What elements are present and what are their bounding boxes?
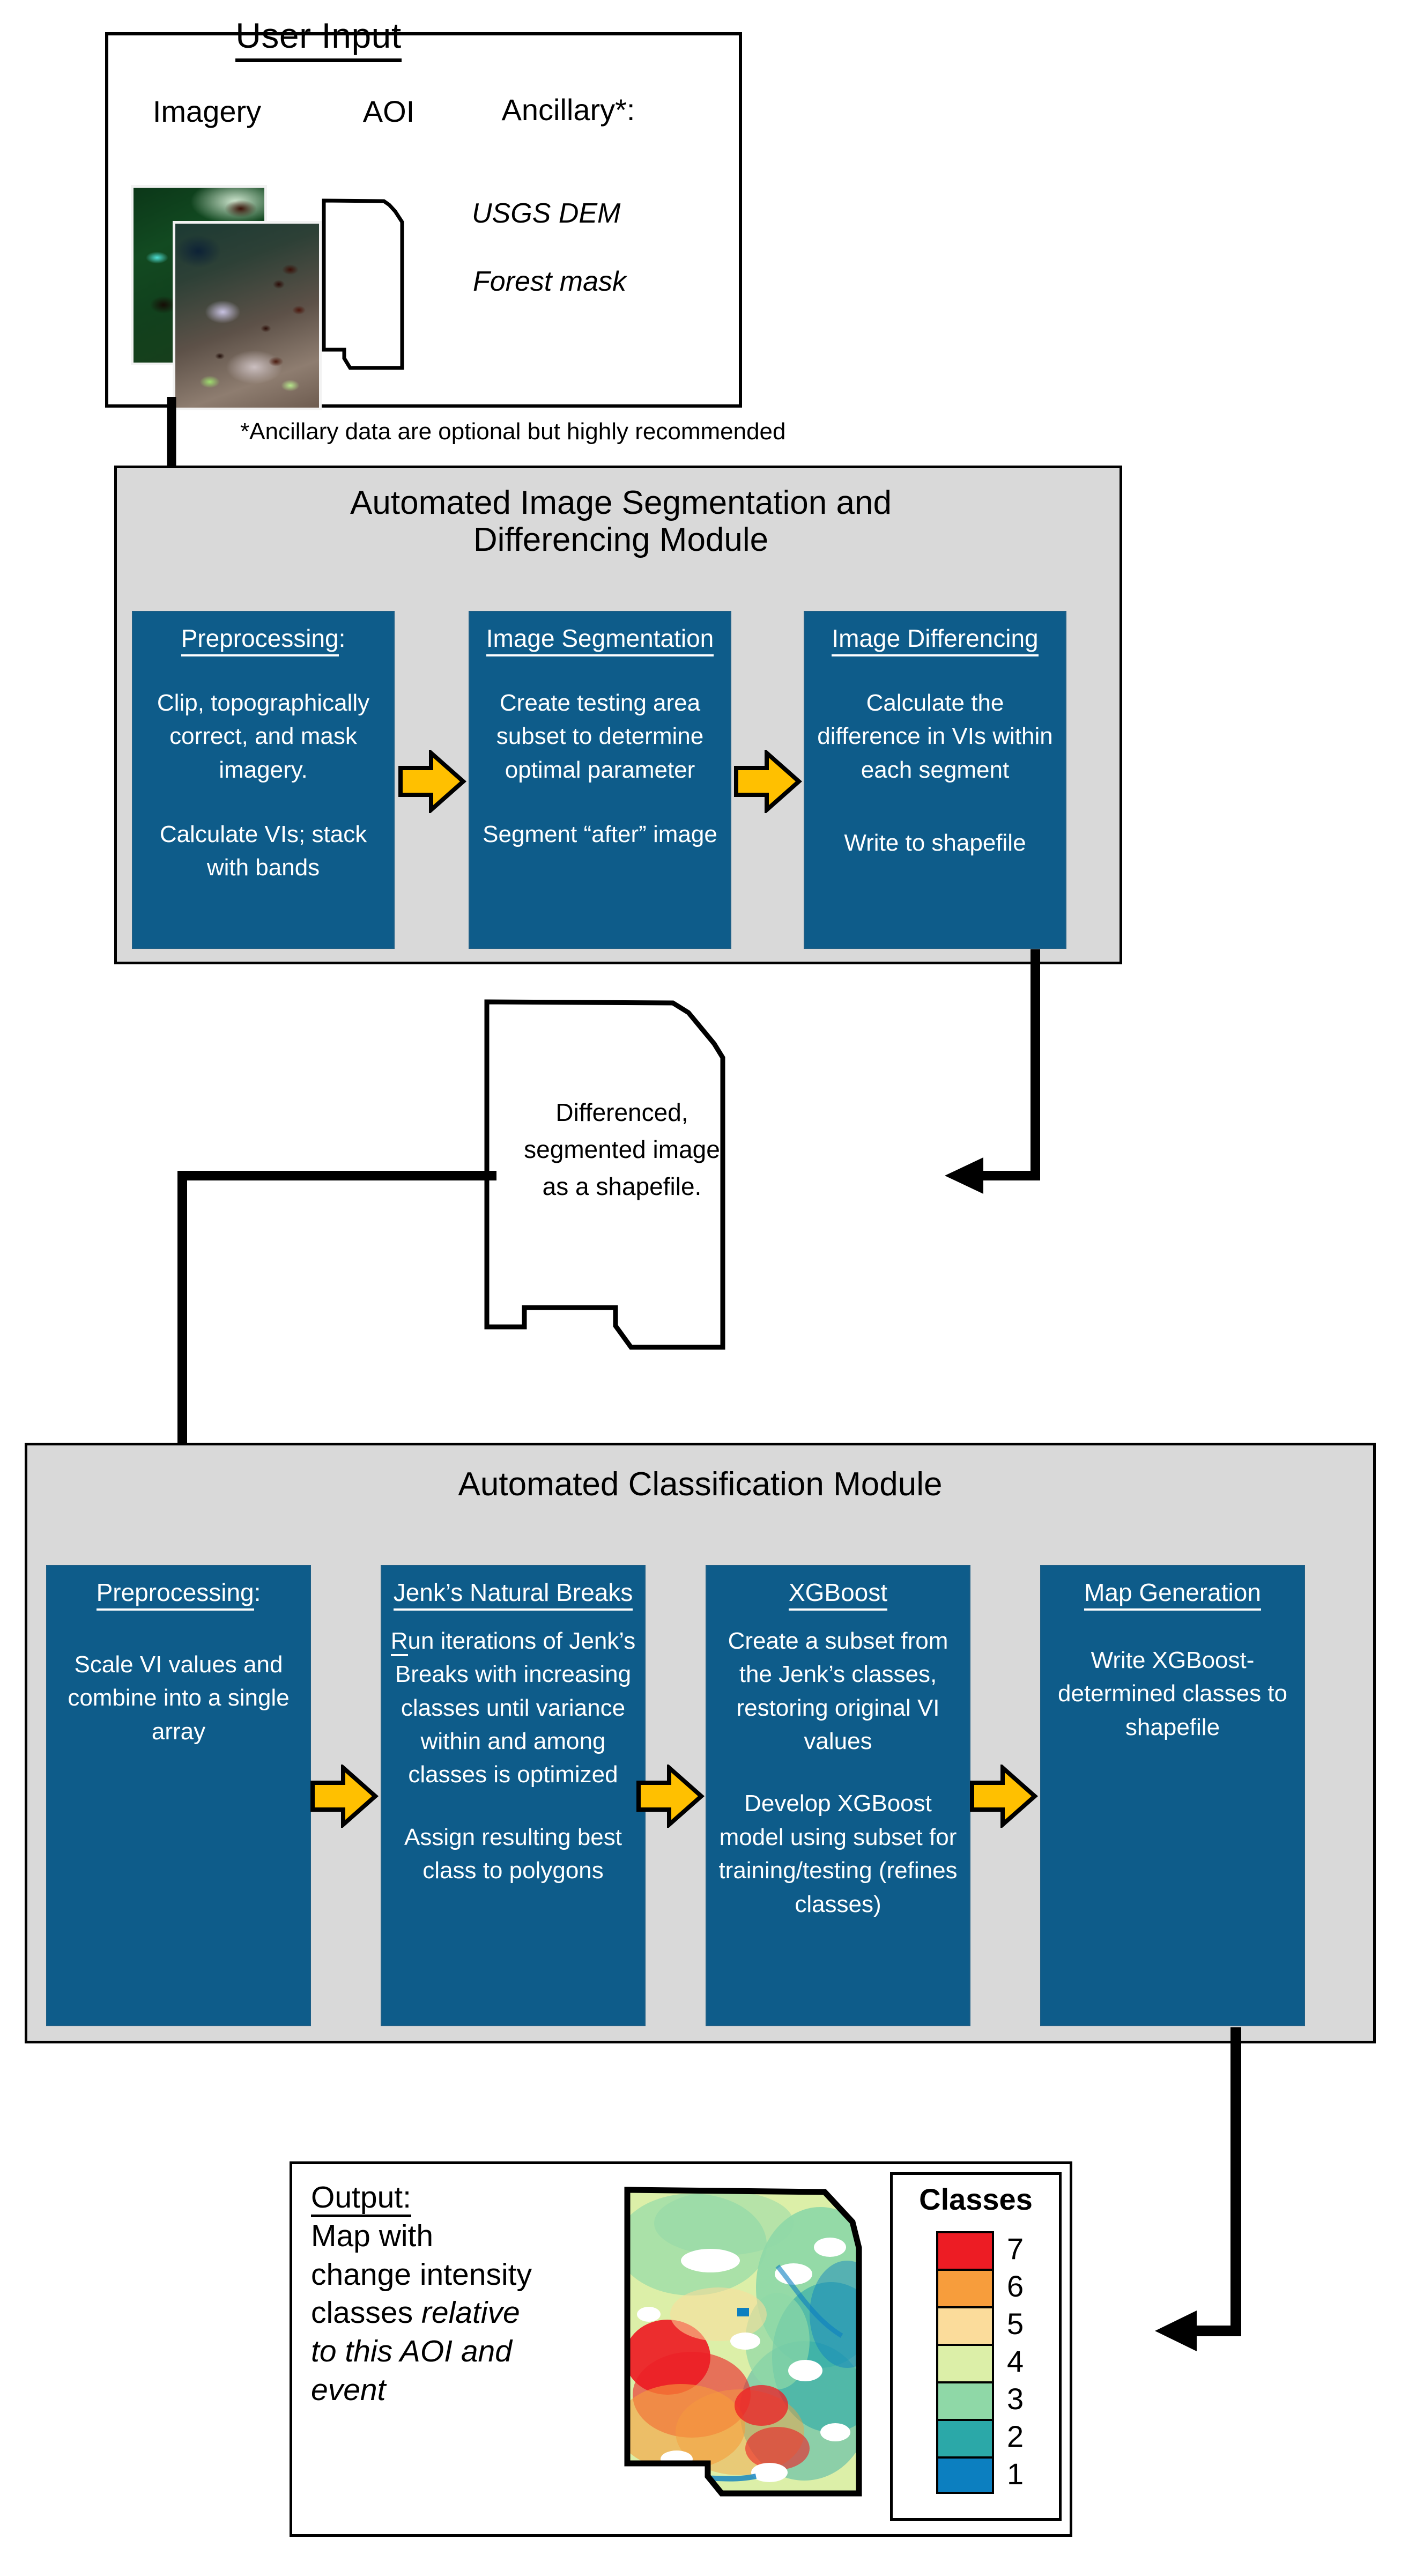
process-box-heading-text: Preprocessing [96,1578,254,1611]
arrow-segmentation-to-shapefile [911,949,1094,1220]
output-line3: classes relative [311,2294,590,2333]
process-box-para1: Run iterations of Jenk’s Breaks with inc… [382,1625,644,1792]
legend-label-2: 2 [1007,2419,1024,2453]
segmentation-module-title-line2: Differencing Module [473,521,769,559]
process-box-xgboost: XGBoost Create a subset from the Jenk’s … [706,1565,970,2026]
classification-module-title: Automated Classification Module [458,1466,943,1503]
shapefile-label: Differenced, segmented image as a shapef… [524,1098,720,1200]
chevron-right-arrow-icon [310,1763,379,1830]
chevron-right-arrow-icon [733,748,803,816]
chevron-right-arrow-icon [636,1763,705,1830]
imagery-thumbnail-after [175,224,319,408]
shapefile-document-icon [483,998,751,1365]
output-line3-italic: relative [421,2295,520,2330]
process-box-preprocessing-segmentation: Preprocessing: Clip, topographically cor… [132,611,395,949]
process-box-para2: Write to shapefile [844,830,1026,856]
process-box-image-differencing: Image Differencing Calculate the differe… [804,611,1066,949]
legend-color-ramp [936,2231,994,2494]
legend-swatch-4 [936,2344,994,2381]
process-box-heading-suffix: : [338,624,346,652]
process-box-heading: Image Segmentation [470,624,730,656]
output-line4: to this AOI and [311,2334,512,2369]
process-box-para1-first-letter: R [390,1627,408,1656]
legend-label-3: 3 [1007,2382,1024,2416]
output-description: Output: Map with change intensity classe… [311,2179,590,2410]
output-line5: event [311,2373,386,2408]
process-box-preprocessing-classification: Preprocessing: Scale VI values and combi… [46,1565,311,2026]
process-box-heading-text: Image Differencing [832,624,1039,656]
output-classified-map [617,2180,869,2510]
process-box-jenks-natural-breaks: Jenk’s Natural Breaks Run iterations of … [381,1565,646,2026]
legend-swatch-6 [936,2269,994,2306]
process-box-para2: Calculate VIs; stack with bands [159,821,367,881]
legend-labels: 7 6 5 4 3 2 1 [1007,2230,1050,2493]
segmentation-module-title-line1: Automated Image Segmentation and [350,484,892,521]
legend-title: Classes [919,2182,1033,2216]
process-box-para2: Segment “after” image [483,821,717,847]
process-box-para2: Develop XGBoost model using subset for t… [718,1790,958,1917]
output-heading: Output: [311,2179,590,2217]
process-box-heading: Map Generation [1041,1578,1304,1611]
process-box-heading-suffix: : [254,1578,261,1606]
chevron-right-arrow-icon [398,748,467,816]
process-box-heading-text: XGBoost [788,1578,888,1611]
process-box-para1: Create testing area subset to determine … [496,689,704,783]
process-box-heading: Jenk’s Natural Breaks [382,1578,644,1611]
process-box-image-segmentation: Image Segmentation Create testing area s… [469,611,731,949]
process-box-heading-text: Map Generation [1084,1578,1261,1611]
process-box-heading: Preprocessing: [47,1578,310,1611]
aoi-polygon-icon [321,197,436,377]
process-box-heading-text: Preprocessing [181,624,339,656]
process-box-map-generation: Map Generation Write XGBoost-determined … [1040,1565,1305,2026]
legend-label-7: 7 [1007,2232,1024,2265]
process-box-para1: Create a subset from the Jenk’s classes,… [728,1627,948,1754]
process-box-heading: Image Differencing [805,624,1065,656]
process-box-heading-text: Image Segmentation [486,624,714,656]
user-input-title: User Input [0,15,637,62]
process-box-heading: XGBoost [707,1578,969,1611]
legend-swatch-5 [936,2306,994,2344]
process-box-para1: Scale VI values and combine into a singl… [68,1651,290,1745]
ancillary-item-dem: USGS DEM [472,198,621,229]
process-box-para1: Calculate the difference in VIs within e… [817,689,1053,783]
legend-swatch-2 [936,2419,994,2456]
output-line2: change intensity [311,2257,532,2292]
legend-label-6: 6 [1007,2269,1024,2303]
legend-label-4: 4 [1007,2344,1024,2378]
user-input-title-text: User Input [235,16,402,62]
output-line1: Map with [311,2218,434,2253]
label-ancillary: Ancillary*: [501,93,635,127]
legend-label-5: 5 [1007,2307,1024,2341]
ancillary-footnote: *Ancillary data are optional but highly … [240,418,786,445]
arrow-classification-to-output [1147,2027,1362,2379]
label-imagery: Imagery [152,94,262,128]
ancillary-forest-mask-text: Forest mask [472,266,627,297]
legend-swatch-3 [936,2381,994,2419]
process-box-para1: Clip, topographically correct, and mask … [157,689,370,783]
legend-swatch-7 [936,2231,994,2269]
output-line3-normal: classes [311,2295,421,2330]
label-aoi: AOI [362,94,415,128]
ancillary-item-forest-mask: Forest mask [472,263,627,300]
process-box-heading: Preprocessing: [133,624,394,656]
process-box-para1-rest: un iterations of Jenk’s Breaks with incr… [395,1627,636,1788]
process-box-para2: Assign resulting best class to polygons [404,1824,622,1884]
segmentation-module-title: Automated Image Segmentation and Differe… [235,484,1007,559]
process-box-para1: Write XGBoost-determined classes to shap… [1058,1647,1287,1740]
legend-swatch-1 [936,2456,994,2494]
output-heading-text: Output: [311,2180,411,2217]
chevron-right-arrow-icon [969,1763,1039,1830]
legend-label-1: 1 [1007,2457,1024,2491]
process-box-heading-text: Jenk’s Natural Breaks [393,1578,633,1611]
